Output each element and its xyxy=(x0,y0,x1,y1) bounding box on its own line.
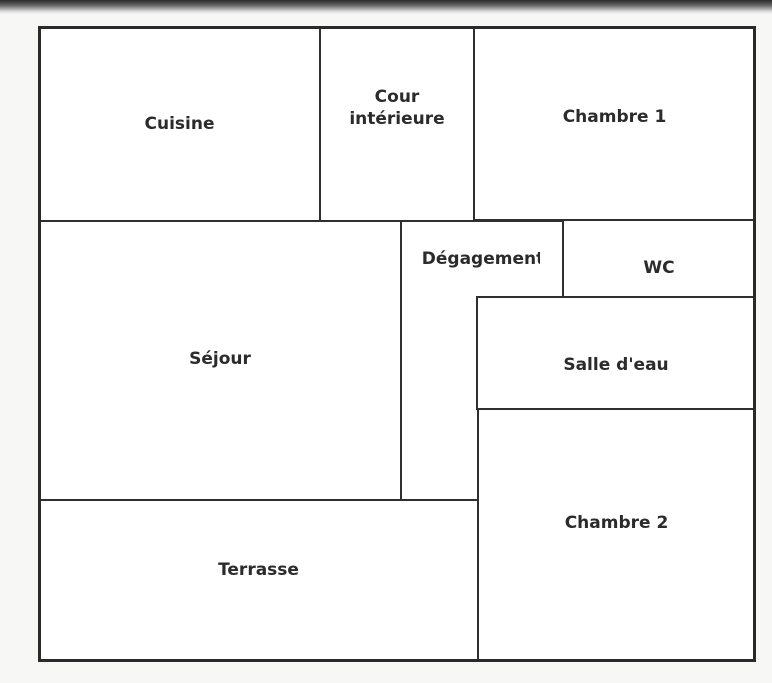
room-chambre-2: Chambre 2 xyxy=(477,408,756,662)
room-label-chambre-1: Chambre 1 xyxy=(562,107,667,127)
room-cour-interieure: Cour intérieure xyxy=(319,26,475,222)
room-label-salle-deau: Salle d'eau xyxy=(563,355,669,375)
room-cuisine: Cuisine xyxy=(38,26,321,222)
room-sejour: Séjour xyxy=(38,220,402,501)
room-label-degagement: Dégagement xyxy=(421,249,545,269)
room-label-chambre-2: Chambre 2 xyxy=(564,513,669,533)
corridor-extension xyxy=(540,220,564,298)
room-wc: WC xyxy=(562,219,756,298)
room-label-cour-interieure: Cour intérieure xyxy=(349,87,445,130)
room-terrasse: Terrasse xyxy=(38,499,479,662)
room-salle-deau: Salle d'eau xyxy=(476,296,756,410)
room-label-wc: WC xyxy=(643,258,675,278)
scan-top-edge xyxy=(0,0,772,14)
room-label-sejour: Séjour xyxy=(189,349,251,369)
room-label-terrasse: Terrasse xyxy=(218,560,299,580)
room-label-cuisine: Cuisine xyxy=(144,113,215,134)
room-chambre-1: Chambre 1 xyxy=(473,26,756,221)
